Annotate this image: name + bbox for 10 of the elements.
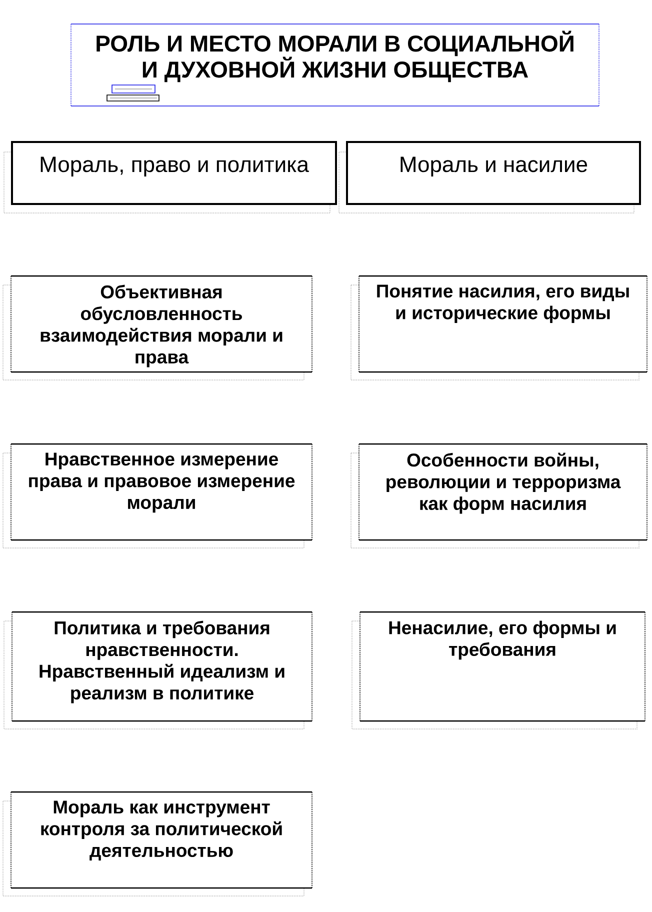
header-box: Мораль и насилие: [338, 141, 641, 214]
topic-box: Ненасилие, его формы и требования: [352, 611, 646, 730]
title-box: РОЛЬ И МЕСТО МОРАЛИ В СОЦИАЛЬНОЙ И ДУХОВНОЙ ЖИЗНИ ОБЩЕСТВА: [70, 24, 600, 106]
topic-box: Нравственное измерение права и правовое измерение морали: [2, 443, 312, 548]
topic-box: Особенности войны, революции и терроризма как форм насилия: [350, 443, 648, 548]
topic-box: Понятие насилия, его виды и исторические формы: [350, 275, 648, 380]
topic-box: Объективная обусловленность взаимодействия морали и права: [2, 275, 312, 380]
header-box: Мораль, право и политика: [4, 141, 337, 214]
topic-box: Мораль как инструмент контроля за политической деятельностью: [2, 791, 312, 896]
topic-box: Политика и требования нравственности. Нравственный идеализм и реализм в политике: [4, 611, 312, 730]
